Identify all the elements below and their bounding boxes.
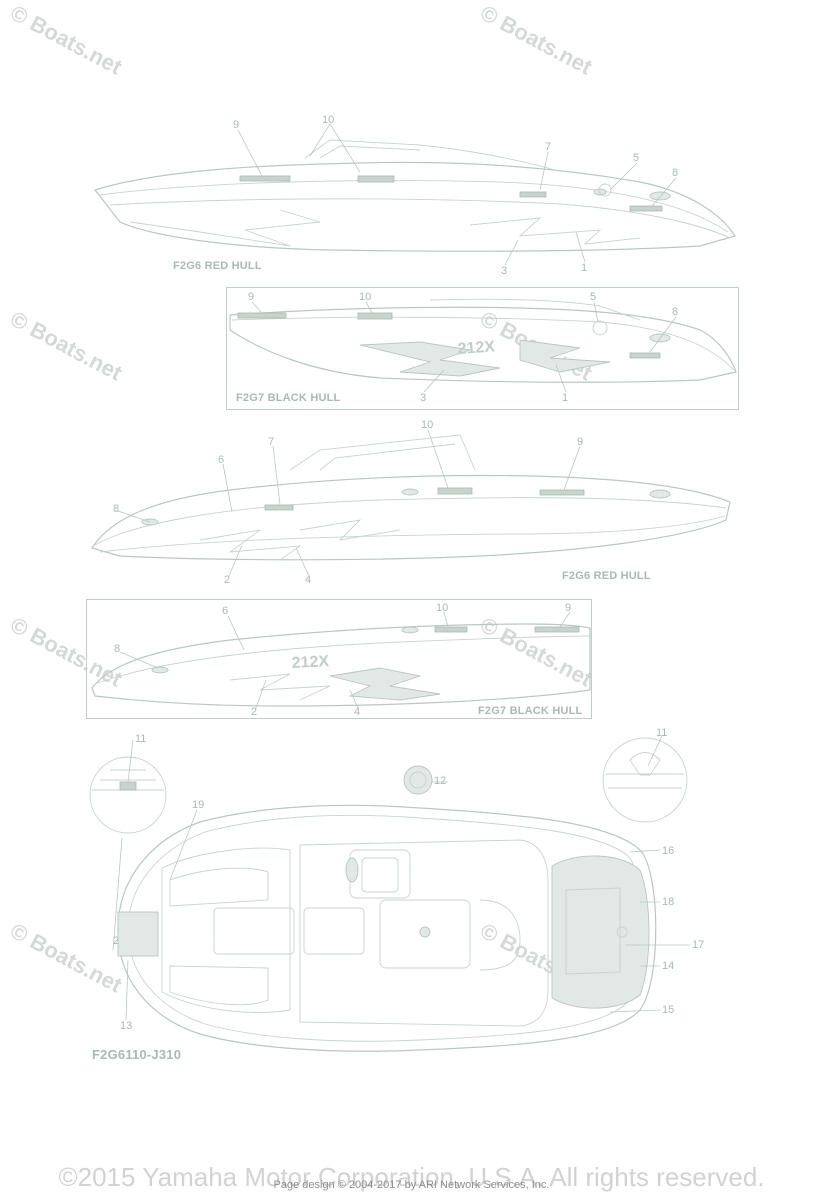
view-label-red-hull-1: F2G6 RED HULL	[173, 260, 262, 272]
callout-number: 8	[672, 306, 679, 318]
callout-number: 5	[633, 152, 640, 164]
callout-number: 7	[545, 141, 552, 153]
view-label-top-view: F2G6110-J310	[92, 1047, 182, 1062]
callout-number: 12	[434, 775, 447, 787]
callout-number: 8	[113, 503, 120, 515]
view-label-black-hull-2: F2G7 BLACK HULL	[478, 705, 583, 717]
side-view-black-hull-1: 212X	[229, 298, 737, 393]
callout-number: 10	[322, 114, 335, 126]
side-view-black-hull-2: 212X	[91, 611, 591, 709]
callout-number: 9	[233, 119, 240, 131]
side-view-red-hull-1	[93, 123, 736, 266]
top-view	[89, 735, 690, 1052]
view-label-black-hull-1: F2G7 BLACK HULL	[236, 392, 341, 404]
callout-number: 10	[359, 291, 372, 303]
side-view-red-hull-2	[91, 429, 731, 577]
callout-number: 1	[562, 392, 569, 404]
callout-number: 7	[268, 436, 275, 448]
callout-number: 8	[672, 167, 679, 179]
callout-number: 11	[656, 727, 668, 739]
black-hull-inset-frame	[86, 599, 592, 719]
callout-number: 14	[662, 960, 675, 972]
black-hull-inset-frame	[226, 287, 739, 410]
callout-number: 3	[501, 265, 508, 277]
callout-number: 2	[113, 935, 120, 947]
page-design-notice: Page design © 2004-2017 by ARI Network S…	[273, 1179, 550, 1191]
callout-number: 2	[224, 574, 231, 586]
callout-number: 9	[577, 436, 584, 448]
callout-number: 5	[590, 291, 597, 303]
callout-number: 9	[248, 291, 255, 303]
callout-number: 19	[192, 799, 205, 811]
callout-number: 16	[662, 845, 675, 857]
callout-number: 4	[305, 574, 312, 586]
callout-number: 10	[436, 602, 449, 614]
callout-number: 10	[421, 419, 434, 431]
callout-number: 1	[581, 262, 588, 274]
callout-number: 4	[354, 706, 361, 718]
callout-number: 13	[120, 1020, 133, 1032]
callout-number: 2	[251, 706, 258, 718]
deck-logo: 212X	[457, 338, 496, 358]
callout-number: 6	[218, 454, 225, 466]
callout-number: 6	[222, 605, 229, 617]
deck-logo: 212X	[291, 653, 330, 672]
callout-number: 15	[662, 1004, 675, 1016]
callout-number: 9	[565, 602, 572, 614]
view-label-red-hull-2: F2G6 RED HULL	[562, 570, 651, 582]
callout-number: 8	[114, 643, 121, 655]
copyright-notice: ©2015 Yamaha Motor Corporation, U.S.A. A…	[58, 1162, 765, 1192]
callout-number: 18	[662, 896, 675, 908]
callout-number: 11	[135, 733, 147, 745]
callout-number: 3	[420, 392, 427, 404]
callout-number: 17	[692, 939, 705, 951]
